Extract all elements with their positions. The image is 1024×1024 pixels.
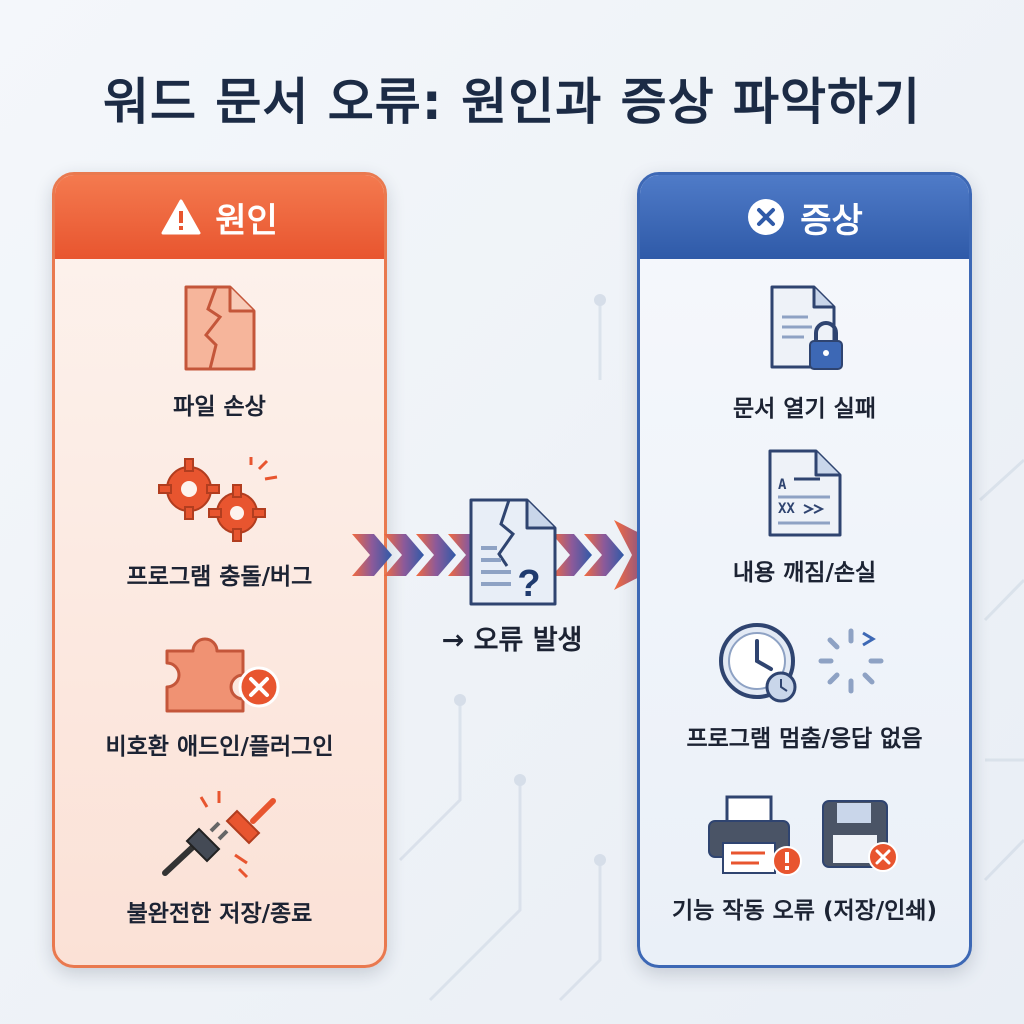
garbled-document-icon: A XX bbox=[768, 449, 841, 537]
symptom-item: 문서 열기 실패 bbox=[640, 283, 969, 423]
broken-document-question-icon: ? bbox=[469, 498, 557, 606]
svg-text:?: ? bbox=[517, 563, 540, 605]
symptom-panel-header: 증상 bbox=[640, 175, 969, 259]
garbled-line-1: A bbox=[778, 477, 787, 493]
puzzle-error-icon bbox=[165, 637, 279, 713]
symptom-label: 내용 깨짐/손실 bbox=[732, 560, 877, 586]
symptom-item: A XX 내용 깨짐/손실 bbox=[640, 447, 969, 587]
gears-icon bbox=[157, 457, 277, 542]
close-circle-icon bbox=[748, 199, 785, 235]
cause-item: 프로그램 충돌/버그 bbox=[55, 455, 384, 591]
cause-item: 파일 손상 bbox=[55, 283, 384, 421]
cause-label: 불완전한 저장/종료 bbox=[126, 901, 313, 927]
cause-panel-title: 원인 bbox=[215, 200, 278, 241]
symptom-item: 프로그램 멈춤/응답 없음 bbox=[640, 621, 969, 753]
printer-floppy-error-icon bbox=[707, 795, 898, 876]
symptom-item: 기능 작동 오류 (저장/인쇄) bbox=[640, 791, 969, 925]
cause-label: 프로그램 충돌/버그 bbox=[126, 564, 313, 590]
clock-loading-icon bbox=[719, 623, 884, 703]
symptom-panel-title: 증상 bbox=[800, 200, 863, 241]
symptom-label: 기능 작동 오류 (저장/인쇄) bbox=[671, 898, 938, 924]
symptom-label: 프로그램 멈춤/응답 없음 bbox=[686, 726, 923, 752]
cause-label: 파일 손상 bbox=[173, 394, 266, 420]
center-label: → 오류 발생 bbox=[441, 625, 583, 656]
symptom-panel: 증상 문서 열기 실패 A XX 내용 깨짐/손실 bbox=[637, 172, 972, 968]
cause-label: 비호환 애드인/플러그인 bbox=[105, 734, 334, 760]
page-title: 워드 문서 오류: 원인과 증상 파악하기 bbox=[102, 73, 922, 131]
cause-item: 불완전한 저장/종료 bbox=[55, 785, 384, 928]
cause-item: 비호환 애드인/플러그인 bbox=[55, 615, 384, 761]
unplugged-icon bbox=[161, 791, 276, 879]
cause-panel: 원인 파일 손상 프로그램 충돌/버그 bbox=[52, 172, 387, 968]
garbled-line-2: XX bbox=[778, 501, 795, 517]
symptom-label: 문서 열기 실패 bbox=[733, 396, 876, 422]
warning-icon bbox=[161, 199, 201, 235]
broken-file-icon bbox=[184, 285, 255, 371]
cause-panel-header: 원인 bbox=[55, 175, 384, 259]
locked-document-icon bbox=[770, 285, 843, 370]
